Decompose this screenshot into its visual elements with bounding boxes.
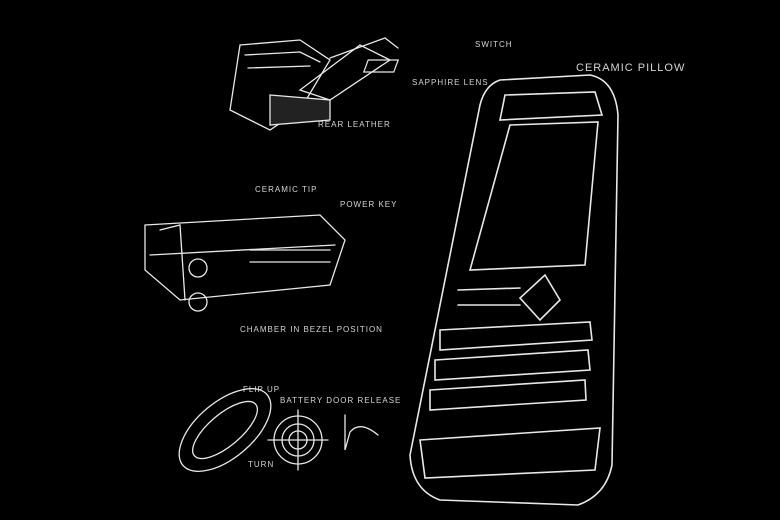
switch-label: Switch [475, 40, 513, 49]
rear-component-sketch [229, 37, 400, 131]
ceramic-tip-label: Ceramic tip [255, 185, 318, 194]
side-component-sketch [144, 214, 346, 312]
power-key-label: Power key [340, 200, 398, 209]
phone-sketch [409, 74, 619, 506]
chamber-bezel-label: Chamber in bezel position [240, 325, 383, 334]
ceramic-pillow-label: Ceramic pillow [576, 62, 686, 74]
turn-label: Turn [248, 460, 275, 469]
sapphire-lens-label: Sapphire lens [412, 78, 489, 87]
flip-up-label: Flip up [243, 385, 281, 394]
rear-leather-label: Rear leather [318, 120, 391, 129]
battery-release-label: Battery door release [280, 396, 402, 405]
battery-release-sketch [178, 387, 379, 473]
